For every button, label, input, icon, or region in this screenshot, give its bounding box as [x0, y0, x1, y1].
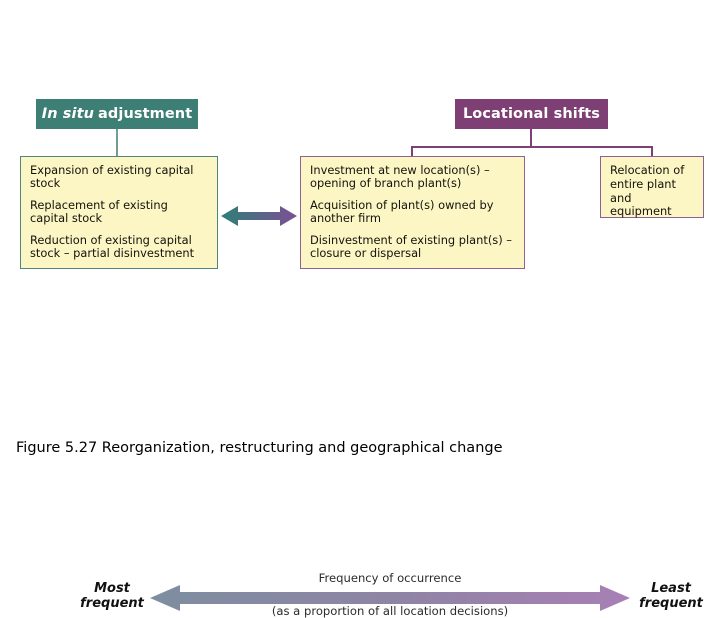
frequency-scale: Frequency of occurrence (as a proportion…	[0, 288, 720, 618]
box-item: Relocation of entire plant and equipment	[610, 163, 685, 219]
connector-locational-bar	[411, 146, 653, 148]
connector-in-situ-stem	[116, 129, 118, 156]
connector-locational-stem	[530, 129, 532, 147]
exchange-arrow-icon	[221, 206, 297, 226]
label-most-frequent: Most frequent	[74, 581, 150, 611]
label-most-frequent-line1: Most	[94, 581, 130, 596]
label-least-frequent: Least frequent	[632, 581, 710, 611]
header-locational-shifts-text: Locational shifts	[462, 106, 601, 122]
label-least-frequent-line2: frequent	[639, 596, 703, 611]
box-item: Expansion of existing capital stock	[30, 163, 194, 191]
connector-locational-left-drop	[411, 146, 413, 158]
figure-canvas: In situ adjustment Expansion of existing…	[0, 99, 720, 618]
header-in-situ-italic-text: In situ	[41, 106, 95, 122]
header-locational-shifts: Locational shifts	[455, 99, 608, 129]
box-in-situ-adjustment: Expansion of existing capital stock Repl…	[20, 156, 218, 269]
connector-locational-right-drop	[651, 146, 653, 158]
header-in-situ-rest-text: adjustment	[98, 106, 193, 122]
header-in-situ-adjustment: In situ adjustment	[36, 99, 198, 129]
box-item: Reduction of existing capital stock – pa…	[30, 232, 195, 261]
frequency-caption-bottom: (as a proportion of all location decisio…	[271, 604, 509, 618]
box-item: Acquisition of plant(s) owned by another…	[310, 197, 494, 226]
label-least-frequent-line1: Least	[651, 581, 691, 596]
box-item: Investment at new location(s) – opening …	[310, 163, 490, 191]
figure-caption: Figure 5.27 Reorganization, restructurin…	[16, 440, 503, 456]
box-item: Disinvestment of existing plant(s) – clo…	[310, 232, 512, 261]
box-item: Replacement of existing capital stock	[30, 197, 168, 226]
label-most-frequent-line2: frequent	[80, 596, 144, 611]
box-investment-and-disinvestment: Investment at new location(s) – opening …	[300, 156, 525, 269]
box-relocation: Relocation of entire plant and equipment	[600, 156, 704, 218]
